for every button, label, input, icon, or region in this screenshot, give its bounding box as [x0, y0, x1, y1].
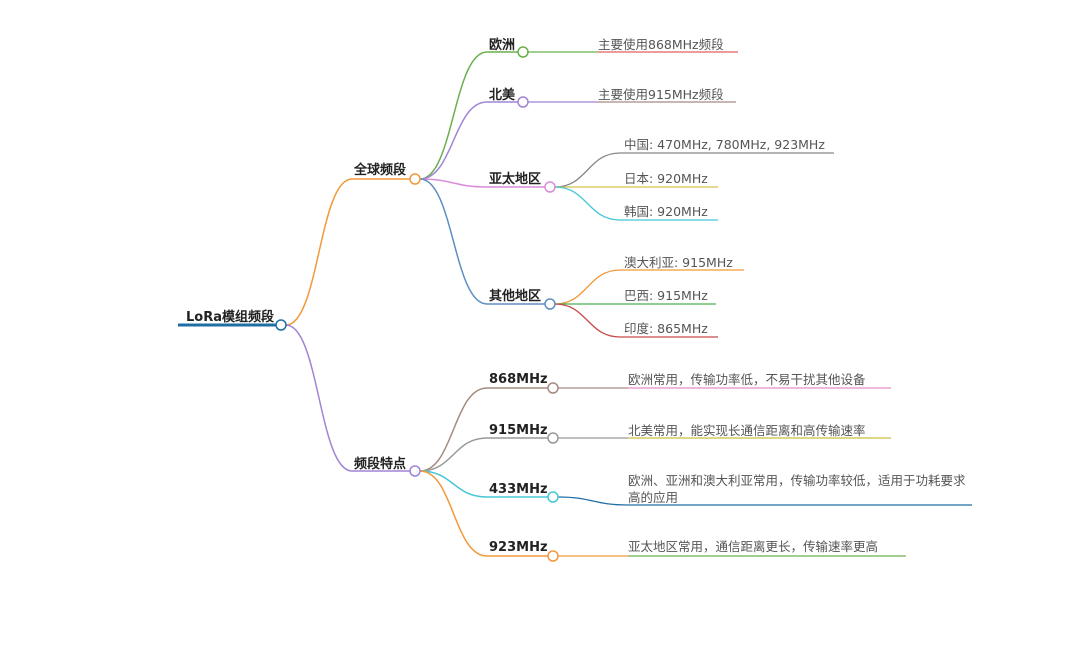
node-915mhz-label[interactable]: 915MHz	[489, 423, 548, 438]
connector-leaf-0-3-2	[554, 303, 621, 338]
connector-branch-1-child-2	[419, 470, 488, 498]
node-923mhz-label[interactable]: 923MHz	[489, 540, 548, 555]
connector-leaf-1-2-0	[557, 496, 629, 506]
branch-0-handle[interactable]	[409, 173, 421, 185]
node-1-2-handle[interactable]	[547, 491, 559, 503]
branch-global-label[interactable]: 全球频段	[354, 163, 407, 178]
node-1-0-handle[interactable]	[547, 382, 559, 394]
leaf-923mhz: 亚太地区常用，通信距离更长，传输速率更高	[628, 539, 879, 554]
connector-branch-0-child-1	[419, 101, 488, 180]
branch-1-handle[interactable]	[409, 465, 421, 477]
node-0-2-handle[interactable]	[544, 181, 556, 193]
connector-branch-0-child-2	[419, 178, 488, 188]
connector-root-branch-0	[285, 178, 353, 326]
connector-branch-1-child-1	[419, 437, 488, 472]
leaf-korea: 韩国: 920MHz	[624, 204, 708, 219]
node-asia-pacific-label[interactable]: 亚太地区	[489, 172, 542, 187]
node-433mhz-label[interactable]: 433MHz	[489, 482, 548, 497]
connector-branch-0-child-0	[419, 51, 488, 180]
leaf-australia: 澳大利亚: 915MHz	[624, 255, 733, 270]
leaf-868mhz: 欧洲常用，传输功率低，不易干扰其他设备	[628, 372, 866, 387]
leaf-japan: 日本: 920MHz	[624, 171, 708, 186]
leaf-915mhz: 北美常用，能实现长通信距离和高传输速率	[628, 423, 866, 438]
leaf-china: 中国: 470MHz, 780MHz, 923MHz	[624, 137, 825, 152]
connector-leaf-0-2-0	[554, 152, 621, 188]
root-node-label[interactable]: LoRa模组频段	[186, 310, 274, 325]
node-other-regions-label[interactable]: 其他地区	[489, 289, 542, 304]
node-1-3-handle[interactable]	[547, 550, 559, 562]
node-1-1-handle[interactable]	[547, 432, 559, 444]
branch-features-label[interactable]: 频段特点	[354, 457, 407, 472]
node-europe-label[interactable]: 欧洲	[489, 38, 516, 53]
leaf-north-america: 主要使用915MHz频段	[598, 87, 724, 102]
connector-branch-1-child-0	[419, 387, 488, 472]
node-0-1-handle[interactable]	[517, 96, 529, 108]
node-0-0-handle[interactable]	[517, 46, 529, 58]
connector-branch-0-child-3	[419, 178, 488, 305]
leaf-brazil: 巴西: 915MHz	[624, 288, 708, 303]
leaf-europe: 主要使用868MHz频段	[598, 37, 724, 52]
connector-leaf-0-3-0	[554, 269, 621, 305]
connector-branch-1-child-3	[419, 470, 488, 557]
node-north-america-label[interactable]: 北美	[489, 88, 516, 103]
node-0-3-handle[interactable]	[544, 298, 556, 310]
leaf-433mhz: 欧洲、亚洲和澳大利亚常用，传输功率较低，适用于功耗要求高的应用	[628, 473, 966, 505]
root-handle[interactable]	[275, 319, 287, 331]
connector-leaf-0-2-2	[554, 186, 621, 221]
leaf-india: 印度: 865MHz	[624, 321, 708, 336]
node-868mhz-label[interactable]: 868MHz	[489, 372, 548, 387]
connector-root-branch-1	[285, 324, 353, 472]
